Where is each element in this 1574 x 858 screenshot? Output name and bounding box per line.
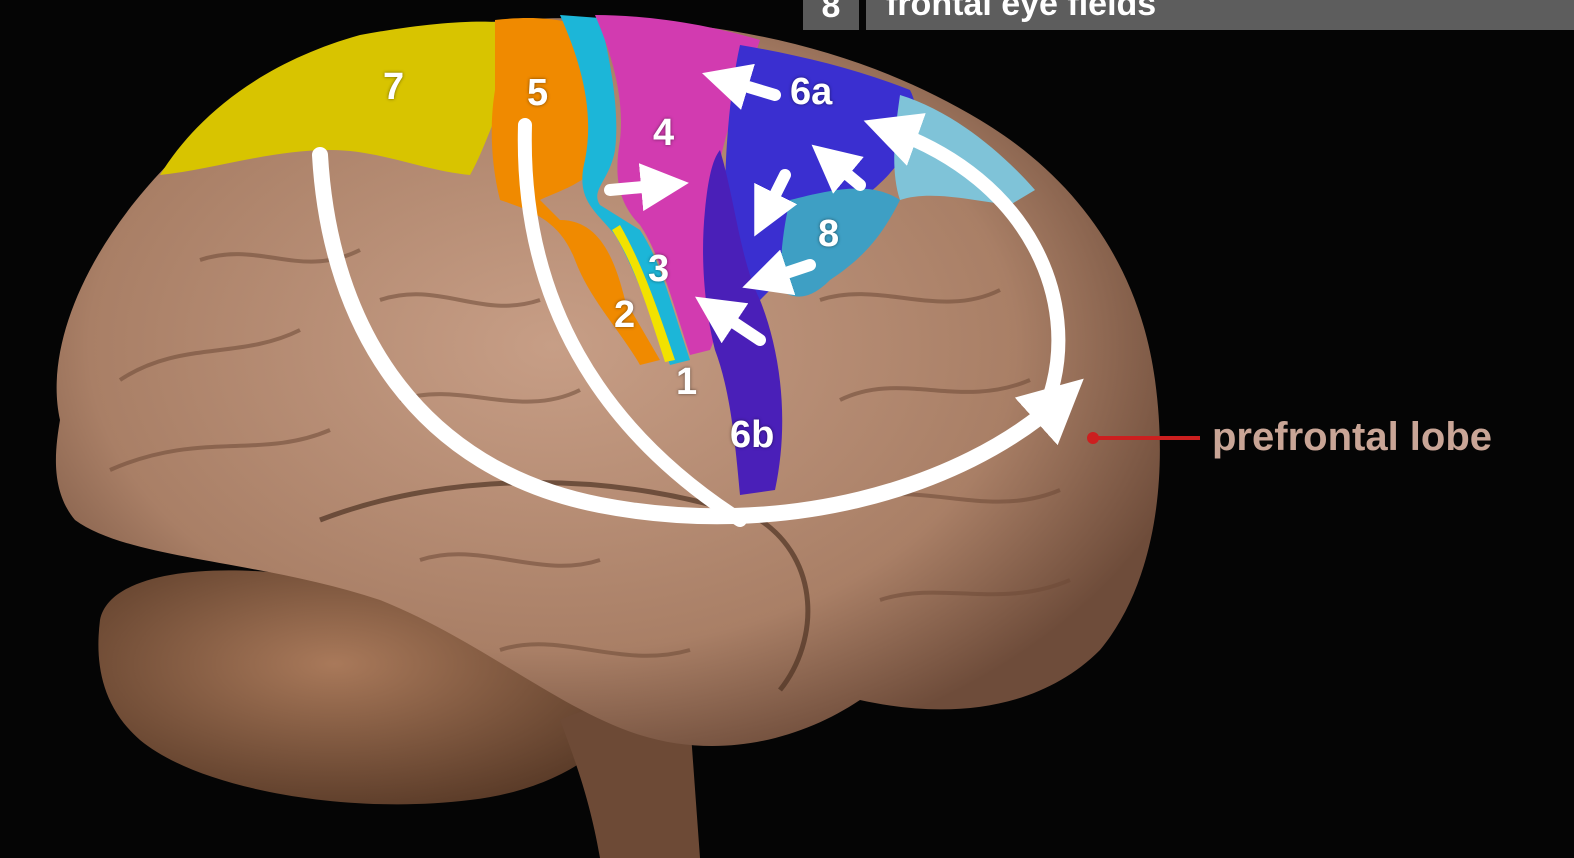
arrow-to-4 bbox=[610, 185, 665, 190]
prefrontal-lobe-label: prefrontal lobe bbox=[1212, 415, 1492, 460]
area-label-2: 2 bbox=[614, 296, 635, 334]
area-label-3: 3 bbox=[648, 250, 669, 288]
header-number: 8 bbox=[803, 0, 859, 30]
area-label-5: 5 bbox=[527, 74, 548, 112]
area-label-8: 8 bbox=[818, 215, 839, 253]
area-label-7: 7 bbox=[383, 68, 404, 106]
area-label-6b: 6b bbox=[730, 416, 774, 454]
area-label-6a: 6a bbox=[790, 73, 832, 111]
area-label-4: 4 bbox=[653, 114, 674, 152]
header-title: frontal eye fields bbox=[866, 0, 1574, 30]
area-label-1: 1 bbox=[676, 363, 697, 401]
